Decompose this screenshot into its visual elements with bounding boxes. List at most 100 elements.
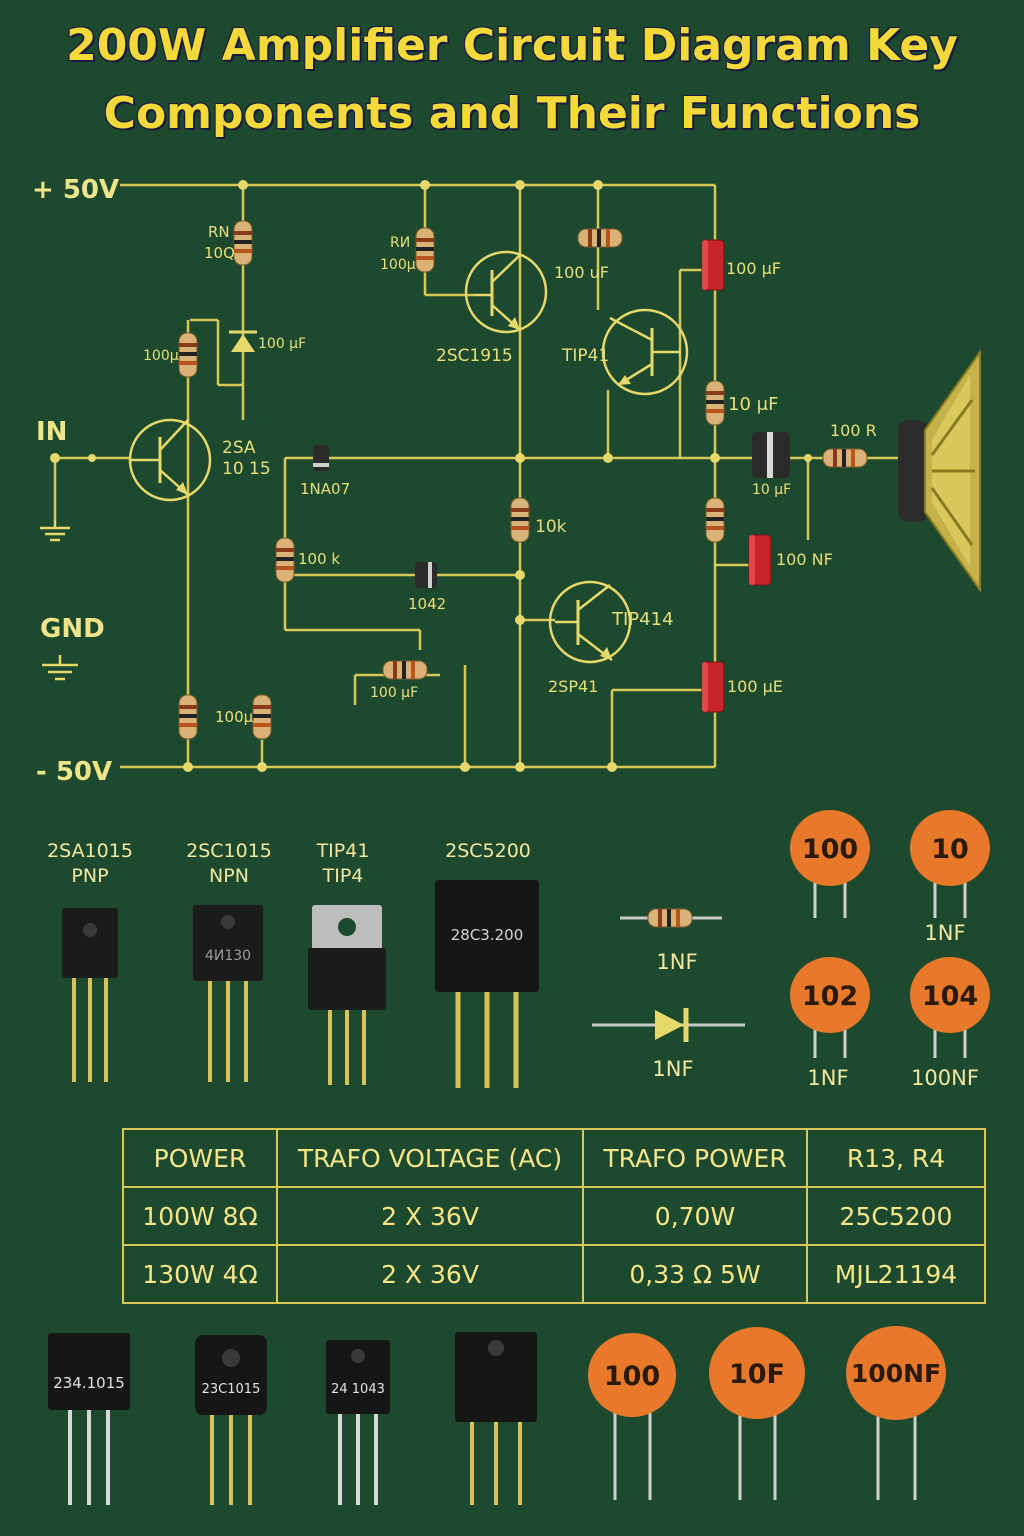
film-capacitor-icon bbox=[752, 432, 790, 478]
ceramic-cap-bottom-100-icon bbox=[588, 1333, 676, 1500]
table-row: 130W 4Ω 2 X 36V 0,33 Ω 5W MJL21194 bbox=[122, 1244, 986, 1304]
diode-1042-label: 1042 bbox=[408, 595, 446, 613]
page-title-line-2: Components and Their Functions bbox=[103, 88, 921, 139]
pkg3-label-b: TIP4 bbox=[322, 865, 364, 887]
resistor-rn-value: 10Q bbox=[204, 244, 235, 262]
ceramic-cap-10-marking: 10 bbox=[931, 834, 969, 865]
diode-1na07-label: 1NA07 bbox=[300, 480, 350, 498]
electrolytic-cap-top-label: 100 μF bbox=[726, 259, 781, 278]
pkg4-marking: 28C3.200 bbox=[451, 926, 524, 944]
resistor-100k-icon bbox=[275, 537, 295, 583]
resistor-right-icon bbox=[705, 497, 725, 543]
ceramic-cap-104-icon bbox=[910, 957, 990, 1058]
resistor-100k-label: 100 k bbox=[298, 550, 340, 568]
resistor-10k-icon bbox=[510, 497, 530, 543]
ceramic-cap-bottom-100nf-icon bbox=[846, 1326, 946, 1500]
table-header: R13, R4 bbox=[806, 1128, 986, 1188]
table-cell: 100W 8Ω bbox=[122, 1186, 278, 1246]
table-cell: MJL21194 bbox=[806, 1244, 986, 1304]
resistor-mid-label: RИ bbox=[390, 235, 410, 251]
table-cell: 2 X 36V bbox=[276, 1186, 584, 1246]
table-cell: 0,70W bbox=[582, 1186, 808, 1246]
resistor-10uf-label: 10 μF bbox=[728, 394, 778, 415]
specification-table: POWER TRAFO VOLTAGE (AC) TRAFO POWER R13… bbox=[122, 1128, 986, 1304]
ceramic-cap-bottom-100nf-marking: 100NF bbox=[851, 1359, 941, 1388]
bottom-pkg1-marking: 234.1015 bbox=[53, 1374, 125, 1392]
diode-component-icon bbox=[592, 1008, 745, 1042]
ceramic-cap-102-icon bbox=[790, 957, 870, 1058]
transistor-tip41-package bbox=[308, 905, 386, 1085]
pkg2-label-b: NPN bbox=[209, 865, 249, 887]
ceramic-cap-bottom-100-marking: 100 bbox=[604, 1361, 660, 1392]
q-driver-label: 2SC1915 bbox=[436, 346, 513, 366]
pkg2-label-a: 2SC1015 bbox=[186, 840, 272, 862]
film-capacitor-label: 10 μF bbox=[752, 482, 791, 498]
negative-rail-label: - 50V bbox=[36, 757, 112, 787]
ceramic-cap-100-icon bbox=[790, 810, 870, 918]
diode-cap-label: 100 μF bbox=[258, 336, 306, 352]
ceramic-cap-bottom-10f-icon bbox=[709, 1327, 805, 1500]
resistor-10k-label: 10k bbox=[535, 517, 567, 537]
resistor-top-label: 100 uF bbox=[554, 263, 609, 282]
electrolytic-cap-bottom-label: 100 μE bbox=[727, 677, 783, 696]
resistor-rn-icon bbox=[233, 220, 253, 266]
diode-1na07-icon bbox=[313, 445, 329, 471]
ground-icon bbox=[40, 520, 70, 542]
table-header-row: POWER TRAFO VOLTAGE (AC) TRAFO POWER R13… bbox=[122, 1128, 986, 1188]
pkg2-marking: 4И130 bbox=[205, 948, 251, 964]
ceramic-cap-10-icon bbox=[910, 810, 990, 918]
table-cell: 0,33 Ω 5W bbox=[582, 1244, 808, 1304]
ceramic-cap-bottom-10f-marking: 10F bbox=[729, 1359, 785, 1390]
ceramic-cap-102-caption: 1NF bbox=[807, 1066, 848, 1090]
table-row: 100W 8Ω 2 X 36V 0,70W 25C5200 bbox=[122, 1186, 986, 1246]
resistor-output-label: 100 R bbox=[830, 421, 877, 440]
resistor-rn-label: RN bbox=[208, 223, 230, 241]
table-header: POWER bbox=[122, 1128, 278, 1188]
resistor-10uf-icon bbox=[705, 380, 725, 426]
ceramic-cap-104-marking: 104 bbox=[922, 981, 978, 1012]
resistor-bottom-label: 100μ bbox=[215, 708, 254, 726]
table-cell: 130W 4Ω bbox=[122, 1244, 278, 1304]
transistor-2sc1015-package bbox=[193, 905, 263, 1082]
transistor-2sc5200-package bbox=[435, 880, 539, 1088]
speaker-icon bbox=[898, 348, 981, 594]
diode-1042-icon bbox=[415, 562, 437, 588]
input-label: IN bbox=[36, 417, 67, 447]
pkg4-label-a: 2SC5200 bbox=[445, 840, 531, 862]
ceramic-cap-104-caption: 100NF bbox=[911, 1066, 979, 1090]
resistor-top-icon bbox=[577, 228, 623, 248]
potentiometer-label: 100 μF bbox=[370, 685, 418, 701]
bottom-pkg3-marking: 24 1043 bbox=[331, 1382, 385, 1397]
diode-component-label: 1NF bbox=[652, 1057, 693, 1081]
ground-label: GND bbox=[40, 614, 105, 644]
table-cell: 2 X 36V bbox=[276, 1244, 584, 1304]
q-input-label-b: 10 15 bbox=[222, 459, 271, 479]
npn-transistor-tip41-icon bbox=[601, 308, 689, 396]
ceramic-cap-100-marking: 100 bbox=[802, 834, 858, 865]
resistor-left-icon bbox=[178, 332, 198, 378]
resistor-mid-icon bbox=[415, 227, 435, 273]
bottom-pkg2-marking: 23C1015 bbox=[202, 1382, 261, 1397]
pnp-transistor-icon bbox=[128, 418, 212, 502]
pkg1-label-a: 2SA1015 bbox=[47, 840, 133, 862]
positive-rail-label: + 50V bbox=[32, 175, 119, 205]
resistor-bottom-icon bbox=[252, 694, 272, 740]
q-tip41-label: TIP41 bbox=[561, 346, 609, 366]
resistor-component-icon bbox=[620, 908, 722, 928]
resistor-bottom-left-icon bbox=[178, 694, 198, 740]
resistor-mid-value: 100μ bbox=[380, 257, 416, 273]
transistor-bottom-2-package bbox=[195, 1335, 267, 1505]
transistor-bottom-3-package bbox=[326, 1340, 390, 1505]
junction-dots bbox=[50, 180, 812, 772]
table-cell: 25C5200 bbox=[806, 1186, 986, 1246]
ceramic-cap-10-caption: 1NF bbox=[924, 921, 965, 945]
pkg3-label-a: TIP41 bbox=[316, 840, 370, 862]
table-header: TRAFO POWER bbox=[582, 1128, 808, 1188]
ceramic-cap-102-marking: 102 bbox=[802, 981, 858, 1012]
resistor-left-label: 100μ bbox=[143, 348, 179, 364]
table-header: TRAFO VOLTAGE (AC) bbox=[276, 1128, 584, 1188]
npn-transistor-driver-icon bbox=[464, 250, 548, 334]
q-2sp41-label: 2SP41 bbox=[548, 677, 598, 696]
electrolytic-cap-bottom-icon bbox=[701, 661, 725, 713]
